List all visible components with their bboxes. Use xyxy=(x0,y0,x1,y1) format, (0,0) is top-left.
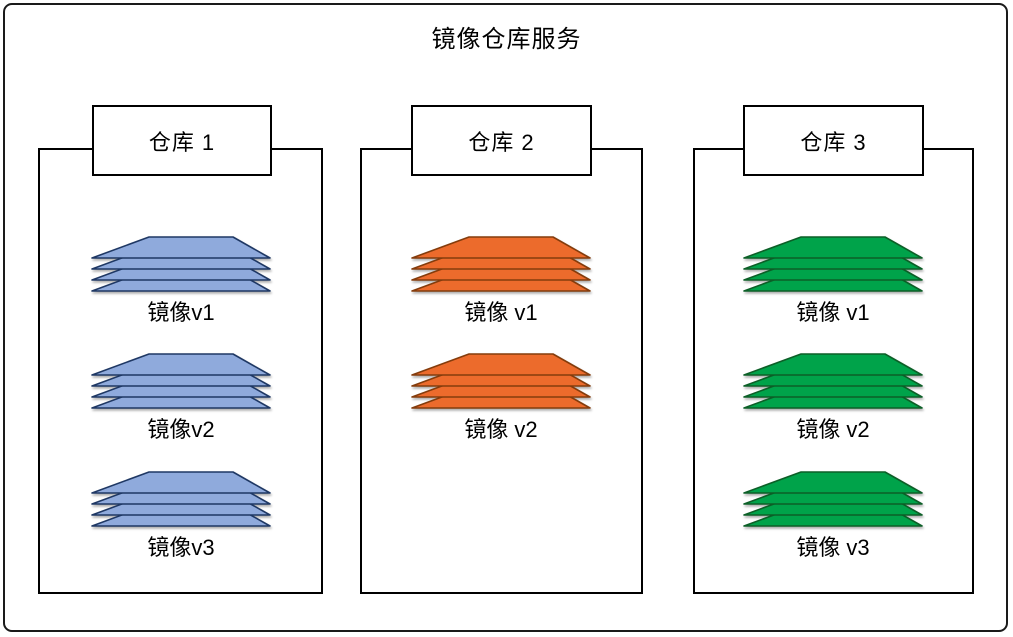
image-stack-icon xyxy=(743,353,923,409)
warehouse-1-label-box: 仓库 1 xyxy=(92,105,272,176)
image-stack-group: 镜像 v2 xyxy=(401,352,601,444)
image-stack-icon xyxy=(743,471,923,527)
image-label: 镜像v2 xyxy=(147,417,215,442)
image-label: 镜像 v3 xyxy=(796,535,870,560)
image-stack-group: 镜像v3 xyxy=(81,470,281,562)
image-stack-icon xyxy=(91,353,271,409)
warehouse-2-label: 仓库 2 xyxy=(468,129,535,155)
warehouse-2-label-box: 仓库 2 xyxy=(411,105,592,176)
image-stack-group: 镜像v2 xyxy=(81,352,281,444)
image-stack-icon xyxy=(91,471,271,527)
image-stack-group: 镜像v1 xyxy=(81,235,281,327)
image-stack-icon xyxy=(411,353,591,409)
image-stack-group: 镜像 v1 xyxy=(401,235,601,327)
image-stack-group: 镜像 v2 xyxy=(733,352,933,444)
warehouse-1-label: 仓库 1 xyxy=(148,129,216,155)
diagram-title: 镜像仓库服务 xyxy=(431,26,582,53)
warehouse-3-label: 仓库 3 xyxy=(800,129,867,155)
image-label: 镜像 v1 xyxy=(796,300,870,325)
image-stack-group: 镜像 v1 xyxy=(733,235,933,327)
image-stack-icon xyxy=(743,236,923,292)
image-label: 镜像 v2 xyxy=(464,417,538,442)
image-label: 镜像v1 xyxy=(147,300,215,325)
image-label: 镜像 v1 xyxy=(464,300,538,325)
warehouse-3-label-box: 仓库 3 xyxy=(743,105,924,176)
image-label: 镜像v3 xyxy=(147,535,215,560)
image-label: 镜像 v2 xyxy=(796,417,870,442)
image-stack-icon xyxy=(411,236,591,292)
image-stack-group: 镜像 v3 xyxy=(733,470,933,562)
image-stack-icon xyxy=(91,236,271,292)
